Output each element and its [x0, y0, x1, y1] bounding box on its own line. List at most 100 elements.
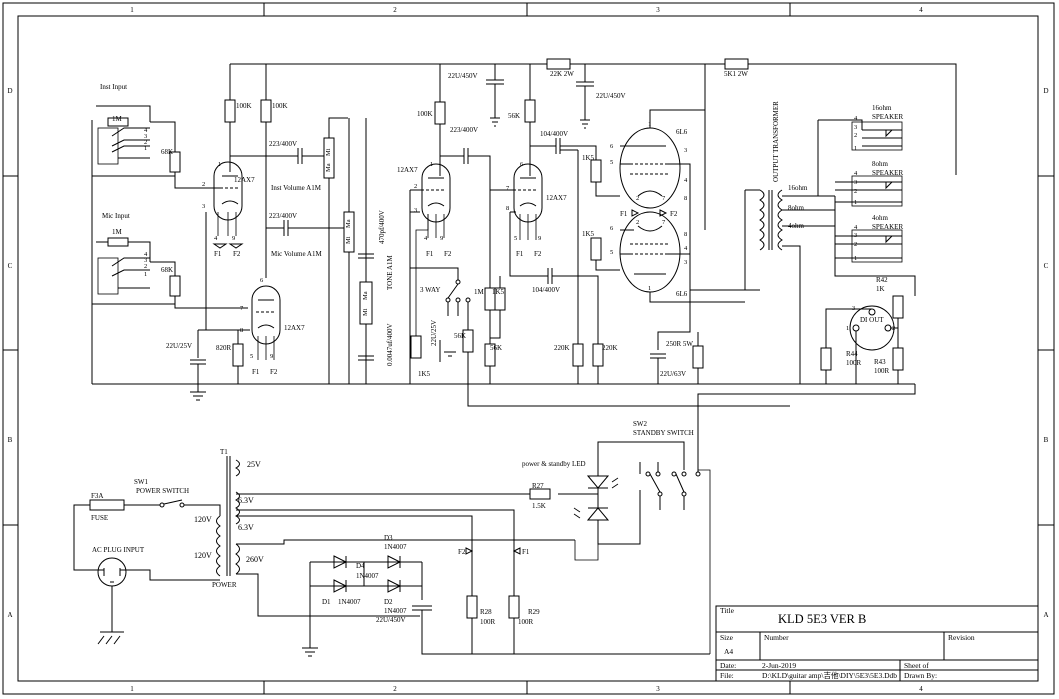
svg-text:2: 2: [854, 132, 857, 139]
pi-grid-network: 1M 1K5 56K: [474, 186, 506, 384]
ac-plug-input: AC PLUG INPUT: [73, 504, 220, 645]
svg-text:1: 1: [854, 255, 857, 262]
ac-plug-label: AC PLUG INPUT: [92, 546, 145, 554]
svg-text:4: 4: [854, 224, 858, 231]
inst-input-jack: Inst Input 1M 4 3 2 1 68K: [92, 83, 206, 189]
fuse-label: FUSE: [91, 514, 108, 522]
r-1k5-b-label: 1K5: [492, 288, 505, 296]
svg-text:2: 2: [636, 195, 639, 202]
tone-pot: Ma Mi TONE A1M 470pf/400V 0.0047uf/400V: [358, 118, 394, 384]
sw2-label: STANDBY SWITCH: [633, 429, 694, 437]
svg-text:7: 7: [240, 305, 244, 312]
ot-16ohm-label: 16ohm: [788, 184, 808, 192]
c-22u450-a-label: 22U/450V: [448, 72, 478, 80]
tube-6l6-b-label: 6L6: [676, 290, 688, 298]
r-68k-mic: [169, 275, 181, 297]
zone-row-d-left: D: [7, 87, 12, 95]
t1-ref: T1: [220, 448, 228, 456]
r42-ref: R42: [876, 276, 888, 284]
r43-ref: R43: [874, 358, 886, 366]
zone-col-3-top: 3: [656, 6, 660, 14]
r27-ref: R27: [532, 482, 544, 490]
bridge-rectifier: D3 1N4007 D4 1N4007 D1 1N4007 D2 1N4007 …: [302, 534, 710, 657]
d2-ref: D2: [384, 598, 393, 606]
f1-d-label: F1: [516, 250, 524, 258]
f1-f-label: F1: [522, 548, 530, 556]
zone-row-b-right: B: [1044, 436, 1049, 444]
d1-val: 1N4007: [338, 598, 361, 606]
sw1-label: POWER SWITCH: [136, 487, 189, 495]
r-250r-label: 250R 5W: [666, 340, 693, 348]
di-out-label: DI OUT: [860, 316, 884, 324]
zone-row-c-right: C: [1044, 262, 1049, 270]
c-22u450-c-label: 22U/450V: [376, 616, 406, 624]
svg-text:1: 1: [854, 145, 857, 152]
svg-text:5: 5: [610, 249, 613, 256]
r44-ref: R44: [846, 350, 858, 358]
svg-text:5: 5: [610, 159, 613, 166]
tb-title: KLD 5E3 VER B: [778, 612, 866, 626]
r43: [892, 347, 904, 371]
r-1k5-c-label: 1K5: [582, 154, 595, 162]
output-transformer: OUTPUT TRANSFORMER 16ohm 8ohm 4ohm: [704, 64, 835, 384]
r28: [466, 595, 478, 619]
preamp-stage-mic: 12AX7 6 7 8 820R 22U/25V 5 9 F1 F2: [166, 277, 305, 384]
r-100k-a-label: 100K: [236, 102, 252, 110]
svg-text:3: 3: [144, 133, 147, 140]
svg-text:3: 3: [144, 257, 147, 264]
svg-text:7: 7: [662, 219, 666, 226]
tube-12ax7-d-label: 12AX7: [546, 194, 567, 202]
zone-row-c-left: C: [8, 262, 13, 270]
power-switch-sw1: SW1 POWER SWITCH: [134, 478, 221, 516]
mic-volume-label: Mic Volume A1M: [271, 250, 322, 258]
r29-val: 100R: [518, 618, 534, 626]
svg-text:3: 3: [854, 232, 857, 239]
r-56k-c: [524, 99, 536, 123]
power-label: POWER: [212, 581, 237, 589]
zone-col-1-bottom: 1: [130, 685, 134, 693]
svg-text:1: 1: [144, 145, 147, 152]
svg-text:6: 6: [610, 225, 614, 232]
preamp-stage-1: 100K 100K 223/400V 12AX7 1 2 3 4 9 F1 F2: [198, 99, 328, 331]
r-56k-c-label: 56K: [508, 112, 520, 120]
svg-text:9: 9: [270, 353, 273, 360]
inst-vol-ma: Ma: [325, 163, 332, 172]
c-22u63-label: 22U/63V: [660, 370, 686, 378]
svg-text:8: 8: [684, 231, 687, 238]
svg-text:2: 2: [854, 241, 857, 248]
ot-label: OUTPUT TRANSFORMER: [772, 101, 780, 182]
r44: [820, 347, 832, 371]
inst-volume-label: Inst Volume A1M: [271, 184, 322, 192]
standby-section: R27 1.5K power & standby LED SW2 STANDBY…: [522, 384, 916, 654]
svg-text:6: 6: [520, 161, 524, 168]
svg-text:3: 3: [414, 207, 417, 214]
r-5k12w: [724, 58, 749, 70]
r-5k12w-label: 5K1 2W: [724, 70, 748, 78]
r-1k5-a: [410, 335, 422, 359]
c-22u450-b-label: 22U/450V: [596, 92, 626, 100]
r-1m-inst-label: 1M: [112, 115, 123, 123]
ground-symbol-a: [190, 384, 206, 401]
r-1k5-c: [590, 159, 602, 183]
f1-c-label: F1: [426, 250, 434, 258]
power-grid-network: 1K5 1K5 220K 220K: [554, 149, 620, 384]
svg-text:9: 9: [232, 235, 235, 242]
f2-b-label: F2: [270, 368, 278, 376]
inst-volume-pot: Mi Ma Inst Volume A1M: [271, 117, 348, 384]
r-56k-b-label: 56K: [490, 344, 502, 352]
f1-a-label: F1: [214, 250, 222, 258]
zone-col-1-top: 1: [130, 6, 134, 14]
f2-c-label: F2: [444, 250, 452, 258]
f2-a-label: F2: [233, 250, 241, 258]
led-label: power & standby LED: [522, 460, 586, 468]
r27: [529, 488, 551, 500]
svg-text:1: 1: [430, 161, 433, 168]
ot-8ohm-label: 8ohm: [788, 204, 805, 212]
r42: [892, 295, 904, 319]
svg-text:4: 4: [854, 170, 858, 177]
r-220k-b-label: 220K: [602, 344, 618, 352]
tb-date-label: Date:: [720, 661, 736, 670]
c-22u25-a-label: 22U/25V: [166, 342, 192, 350]
svg-text:4: 4: [684, 177, 688, 184]
svg-text:3: 3: [684, 147, 687, 154]
